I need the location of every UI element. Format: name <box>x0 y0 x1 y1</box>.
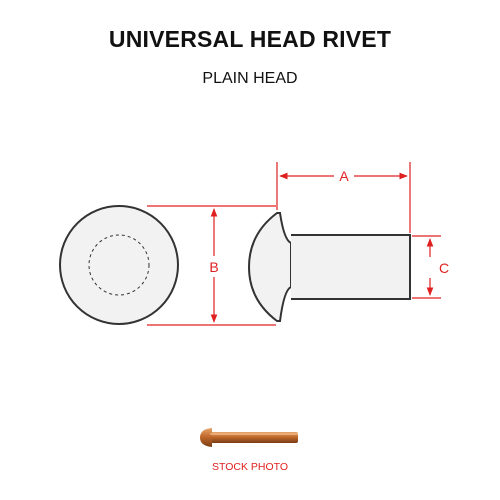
page-title: UNIVERSAL HEAD RIVET <box>108 26 392 52</box>
dimension-c-label: C <box>439 260 449 276</box>
dimension-b-label: B <box>209 259 218 275</box>
rivet-end-view <box>59 205 179 325</box>
dimension-a: A <box>276 162 411 233</box>
shank-hidden-circle <box>88 234 150 296</box>
dimension-b: B <box>147 205 276 326</box>
page-subtitle: PLAIN HEAD <box>202 70 298 87</box>
rivet-shank <box>291 234 411 300</box>
dimension-a-label: A <box>339 168 349 184</box>
stock-rivet-head <box>200 428 212 447</box>
rivet-head <box>247 212 292 322</box>
stock-photo-label: STOCK PHOTO <box>211 461 289 473</box>
stock-photo-rivet <box>200 428 298 447</box>
rivet-side-view <box>247 212 411 322</box>
dimension-c: C <box>412 235 449 299</box>
